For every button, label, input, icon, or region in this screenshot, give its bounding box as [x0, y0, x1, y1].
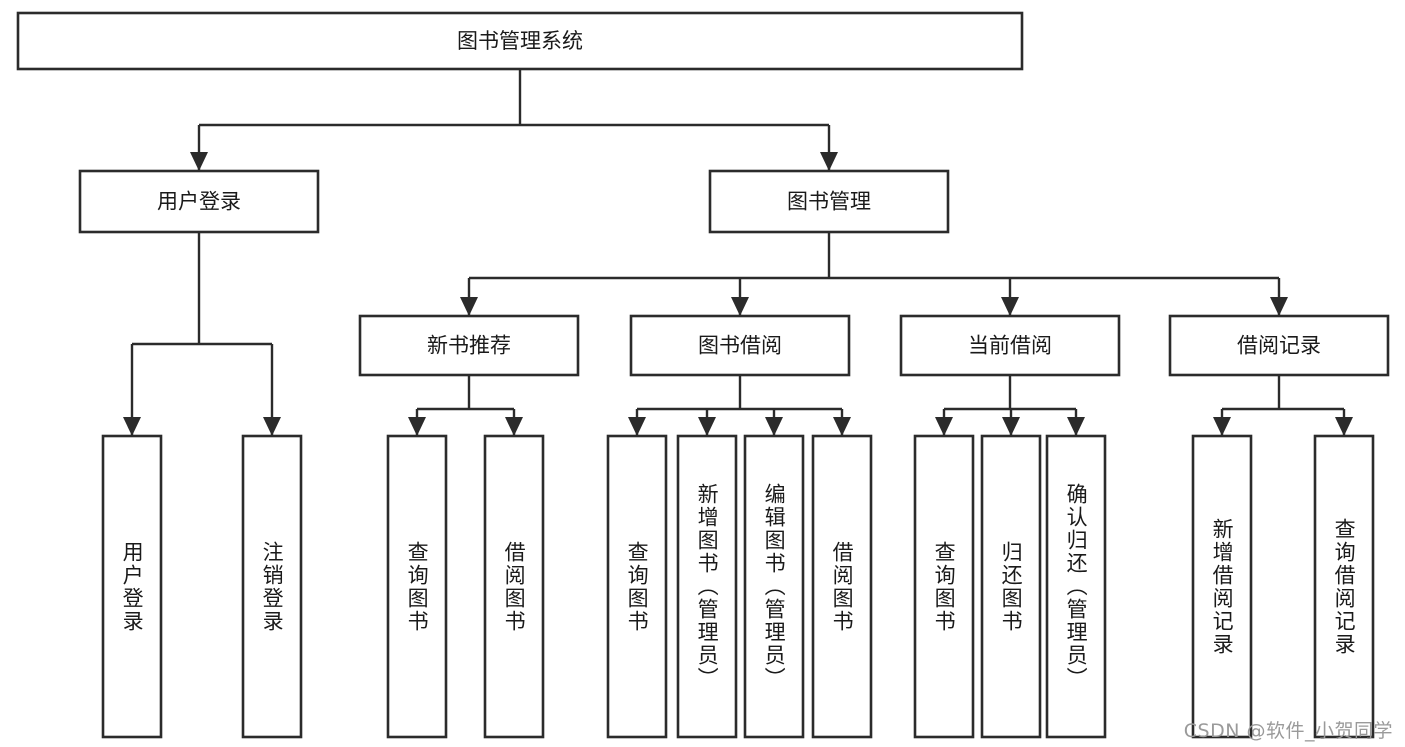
arrow-head-icon [765, 417, 783, 436]
arrow-head-icon [408, 417, 426, 436]
node-box-leaf-logout[interactable] [241, 434, 303, 739]
arrow-head-icon [1270, 297, 1288, 316]
node-new-book-rec[interactable]: 新书推荐 [358, 314, 580, 377]
arrow-head-icon [1335, 417, 1353, 436]
node-box-leaf-confirm-return[interactable] [1045, 434, 1107, 739]
node-box-leaf-user-login[interactable] [101, 434, 163, 739]
node-leaf-add-record[interactable] [1191, 434, 1253, 739]
node-borrow-record[interactable]: 借阅记录 [1168, 314, 1390, 377]
arrow-head-icon [505, 417, 523, 436]
node-box-leaf-query-record[interactable] [1313, 434, 1375, 739]
node-leaf-add-book[interactable] [676, 434, 738, 739]
node-leaf-return-book[interactable] [980, 434, 1042, 739]
node-book-manage[interactable]: 图书管理 [708, 169, 950, 234]
arrow-head-icon [263, 417, 281, 436]
node-box-current-borrow[interactable] [899, 314, 1121, 377]
arrow-head-icon [820, 152, 838, 171]
node-box-leaf-borrow-book-1[interactable] [483, 434, 545, 739]
arrow-head-icon [1067, 417, 1085, 436]
node-book-borrow[interactable]: 图书借阅 [629, 314, 851, 377]
arrow-head-icon [460, 297, 478, 316]
arrow-head-icon [1001, 297, 1019, 316]
node-box-borrow-record[interactable] [1168, 314, 1390, 377]
node-root[interactable]: 图书管理系统 [16, 11, 1024, 71]
node-leaf-logout[interactable] [241, 434, 303, 739]
node-label-new-book-rec: 新书推荐 [427, 334, 511, 358]
arrow-head-icon [123, 417, 141, 436]
node-box-leaf-borrow-book-2[interactable] [811, 434, 873, 739]
node-label-borrow-record: 借阅记录 [1237, 334, 1321, 358]
arrow-head-icon [190, 152, 208, 171]
node-label-root: 图书管理系统 [457, 29, 583, 53]
node-leaf-confirm-return[interactable] [1045, 434, 1107, 739]
node-box-leaf-edit-book[interactable] [743, 434, 805, 739]
node-leaf-user-login[interactable] [101, 434, 163, 739]
node-box-leaf-query-book-1[interactable] [386, 434, 448, 739]
edges-layer [123, 69, 1353, 436]
node-box-book-borrow[interactable] [629, 314, 851, 377]
arrow-head-icon [731, 297, 749, 316]
node-current-borrow[interactable]: 当前借阅 [899, 314, 1121, 377]
node-box-leaf-query-book-3[interactable] [913, 434, 975, 739]
node-box-root[interactable] [16, 11, 1024, 71]
node-box-leaf-return-book[interactable] [980, 434, 1042, 739]
node-box-leaf-query-book-2[interactable] [606, 434, 668, 739]
watermark-text: CSDN @软件_小贺同学 [1183, 720, 1393, 742]
node-box-leaf-add-book[interactable] [676, 434, 738, 739]
node-leaf-query-record[interactable] [1313, 434, 1375, 739]
node-leaf-query-book-2[interactable] [606, 434, 668, 739]
node-leaf-borrow-book-2[interactable] [811, 434, 873, 739]
node-box-book-manage[interactable] [708, 169, 950, 234]
node-leaf-edit-book[interactable] [743, 434, 805, 739]
node-label-book-borrow: 图书借阅 [698, 334, 782, 358]
arrow-head-icon [628, 417, 646, 436]
node-box-leaf-add-record[interactable] [1191, 434, 1253, 739]
node-label-book-manage: 图书管理 [787, 190, 871, 214]
node-label-current-borrow: 当前借阅 [968, 334, 1052, 358]
arrow-head-icon [833, 417, 851, 436]
arrow-head-icon [1213, 417, 1231, 436]
node-leaf-query-book-1[interactable] [386, 434, 448, 739]
node-label-user-login: 用户登录 [157, 190, 241, 214]
node-leaf-borrow-book-1[interactable] [483, 434, 545, 739]
node-box-new-book-rec[interactable] [358, 314, 580, 377]
node-box-user-login[interactable] [78, 169, 320, 234]
arrow-head-icon [1002, 417, 1020, 436]
node-user-login[interactable]: 用户登录 [78, 169, 320, 234]
node-leaf-query-book-3[interactable] [913, 434, 975, 739]
arrow-head-icon [698, 417, 716, 436]
arrow-head-icon [935, 417, 953, 436]
